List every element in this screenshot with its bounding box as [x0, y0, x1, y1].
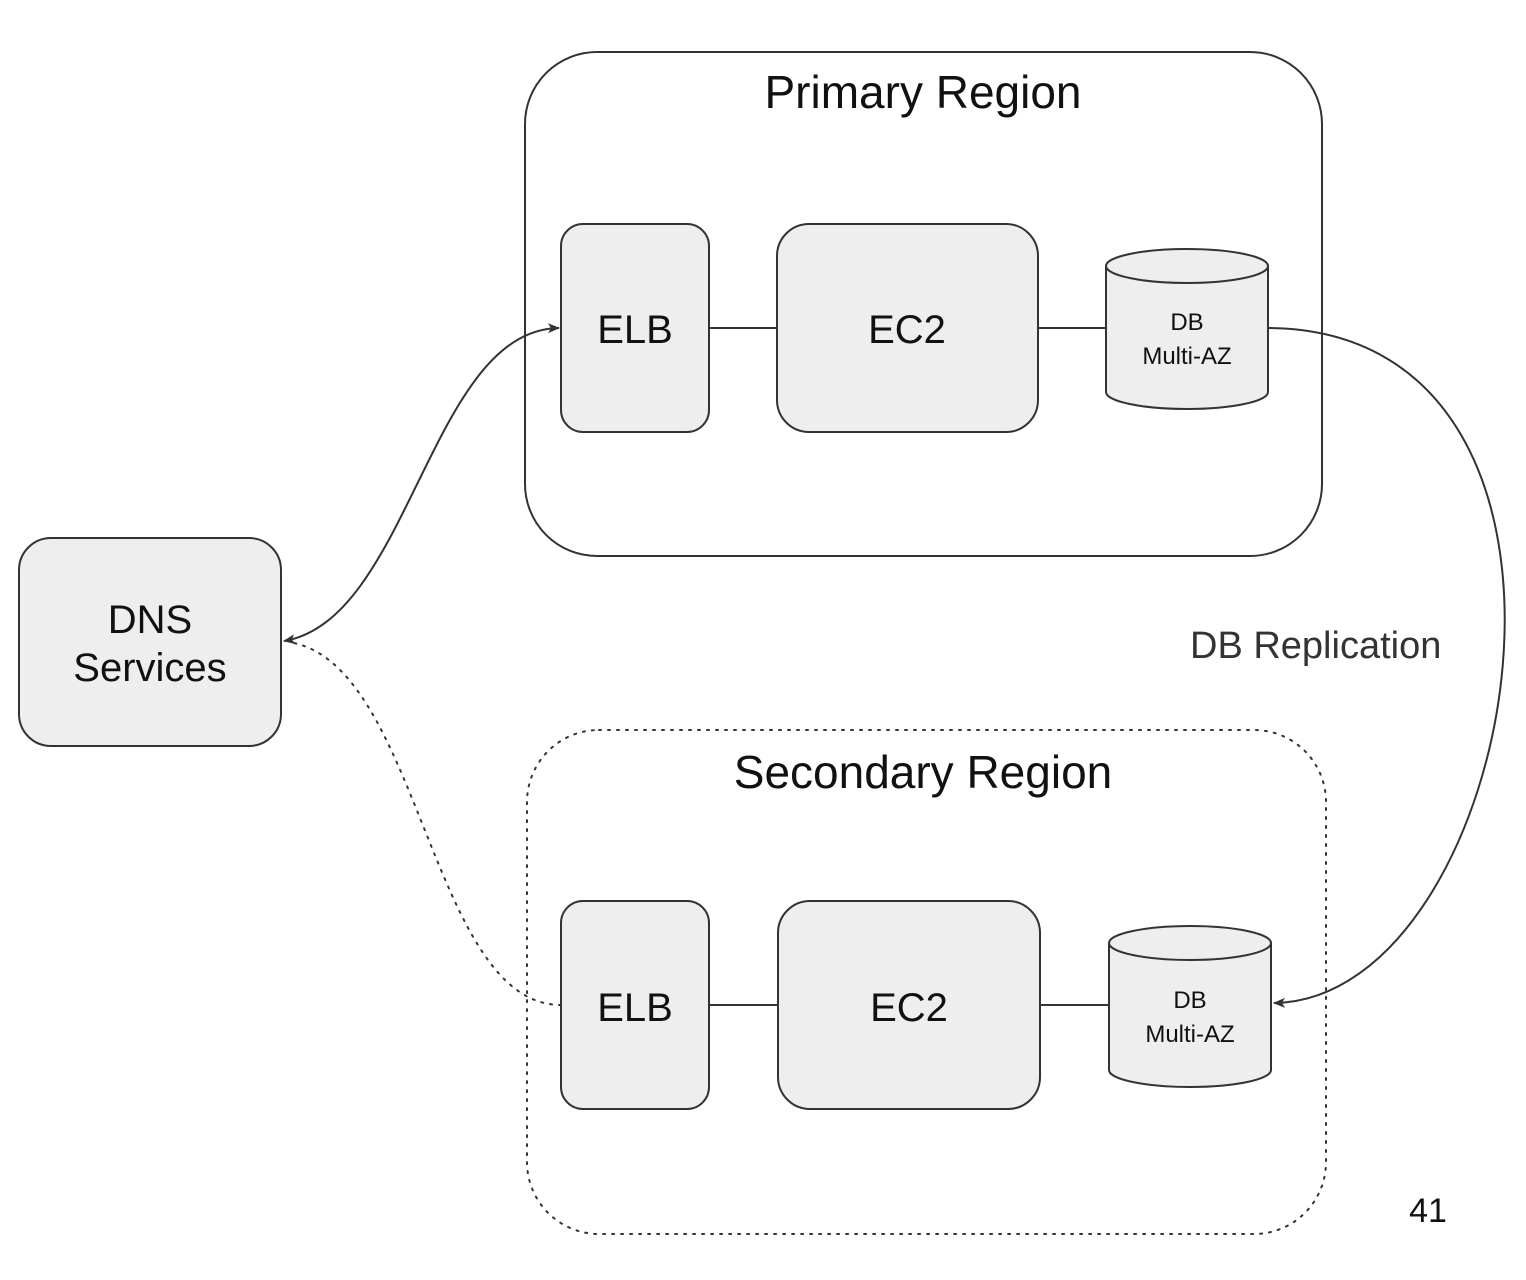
secondary-region-frame: [526, 729, 1327, 1235]
dns-secondary-elb-dotted-link: [287, 641, 562, 1006]
dns-services: DNS Services: [18, 537, 282, 747]
primary-ec2-label: EC2: [868, 308, 946, 352]
secondary-db-node[interactable]: [1108, 925, 1272, 1088]
primary-db-label-line1: DB: [1170, 309, 1203, 336]
primary-db-node[interactable]: [1105, 248, 1269, 410]
page-number: 41: [1409, 1192, 1447, 1230]
secondary-ec2-label: EC2: [870, 986, 948, 1030]
secondary-db-label-line1: DB: [1173, 987, 1206, 1014]
secondary-db-cylinder: [1108, 943, 1272, 1088]
secondary-region-title: Secondary Region: [734, 746, 1112, 798]
dns-services-node[interactable]: [18, 537, 282, 747]
primary-db-label-line2: Multi-AZ: [1142, 343, 1231, 370]
primary-region-frame: [524, 51, 1323, 557]
db-replication-label: DB Replication: [1190, 625, 1441, 667]
dns-label-line1: DNS: [108, 598, 192, 642]
primary-region: Primary Region ELB EC2 DB Multi-AZ: [524, 51, 1323, 557]
primary-elb-label: ELB: [597, 308, 673, 352]
secondary-elb-label: ELB: [597, 986, 673, 1030]
primary-db-cylinder: [1105, 266, 1269, 410]
secondary-db-label-line2: Multi-AZ: [1145, 1021, 1234, 1048]
db-replication-arrow: [1267, 327, 1506, 1008]
secondary-db-cylinder-top: [1108, 925, 1272, 961]
primary-db-cylinder-top: [1105, 248, 1269, 284]
secondary-region: Secondary Region ELB EC2 DB Multi-AZ: [526, 729, 1327, 1235]
primary-region-title: Primary Region: [765, 66, 1082, 118]
dns-primary-elb-arrow: [283, 323, 560, 645]
dns-label-line2: Services: [73, 646, 226, 690]
